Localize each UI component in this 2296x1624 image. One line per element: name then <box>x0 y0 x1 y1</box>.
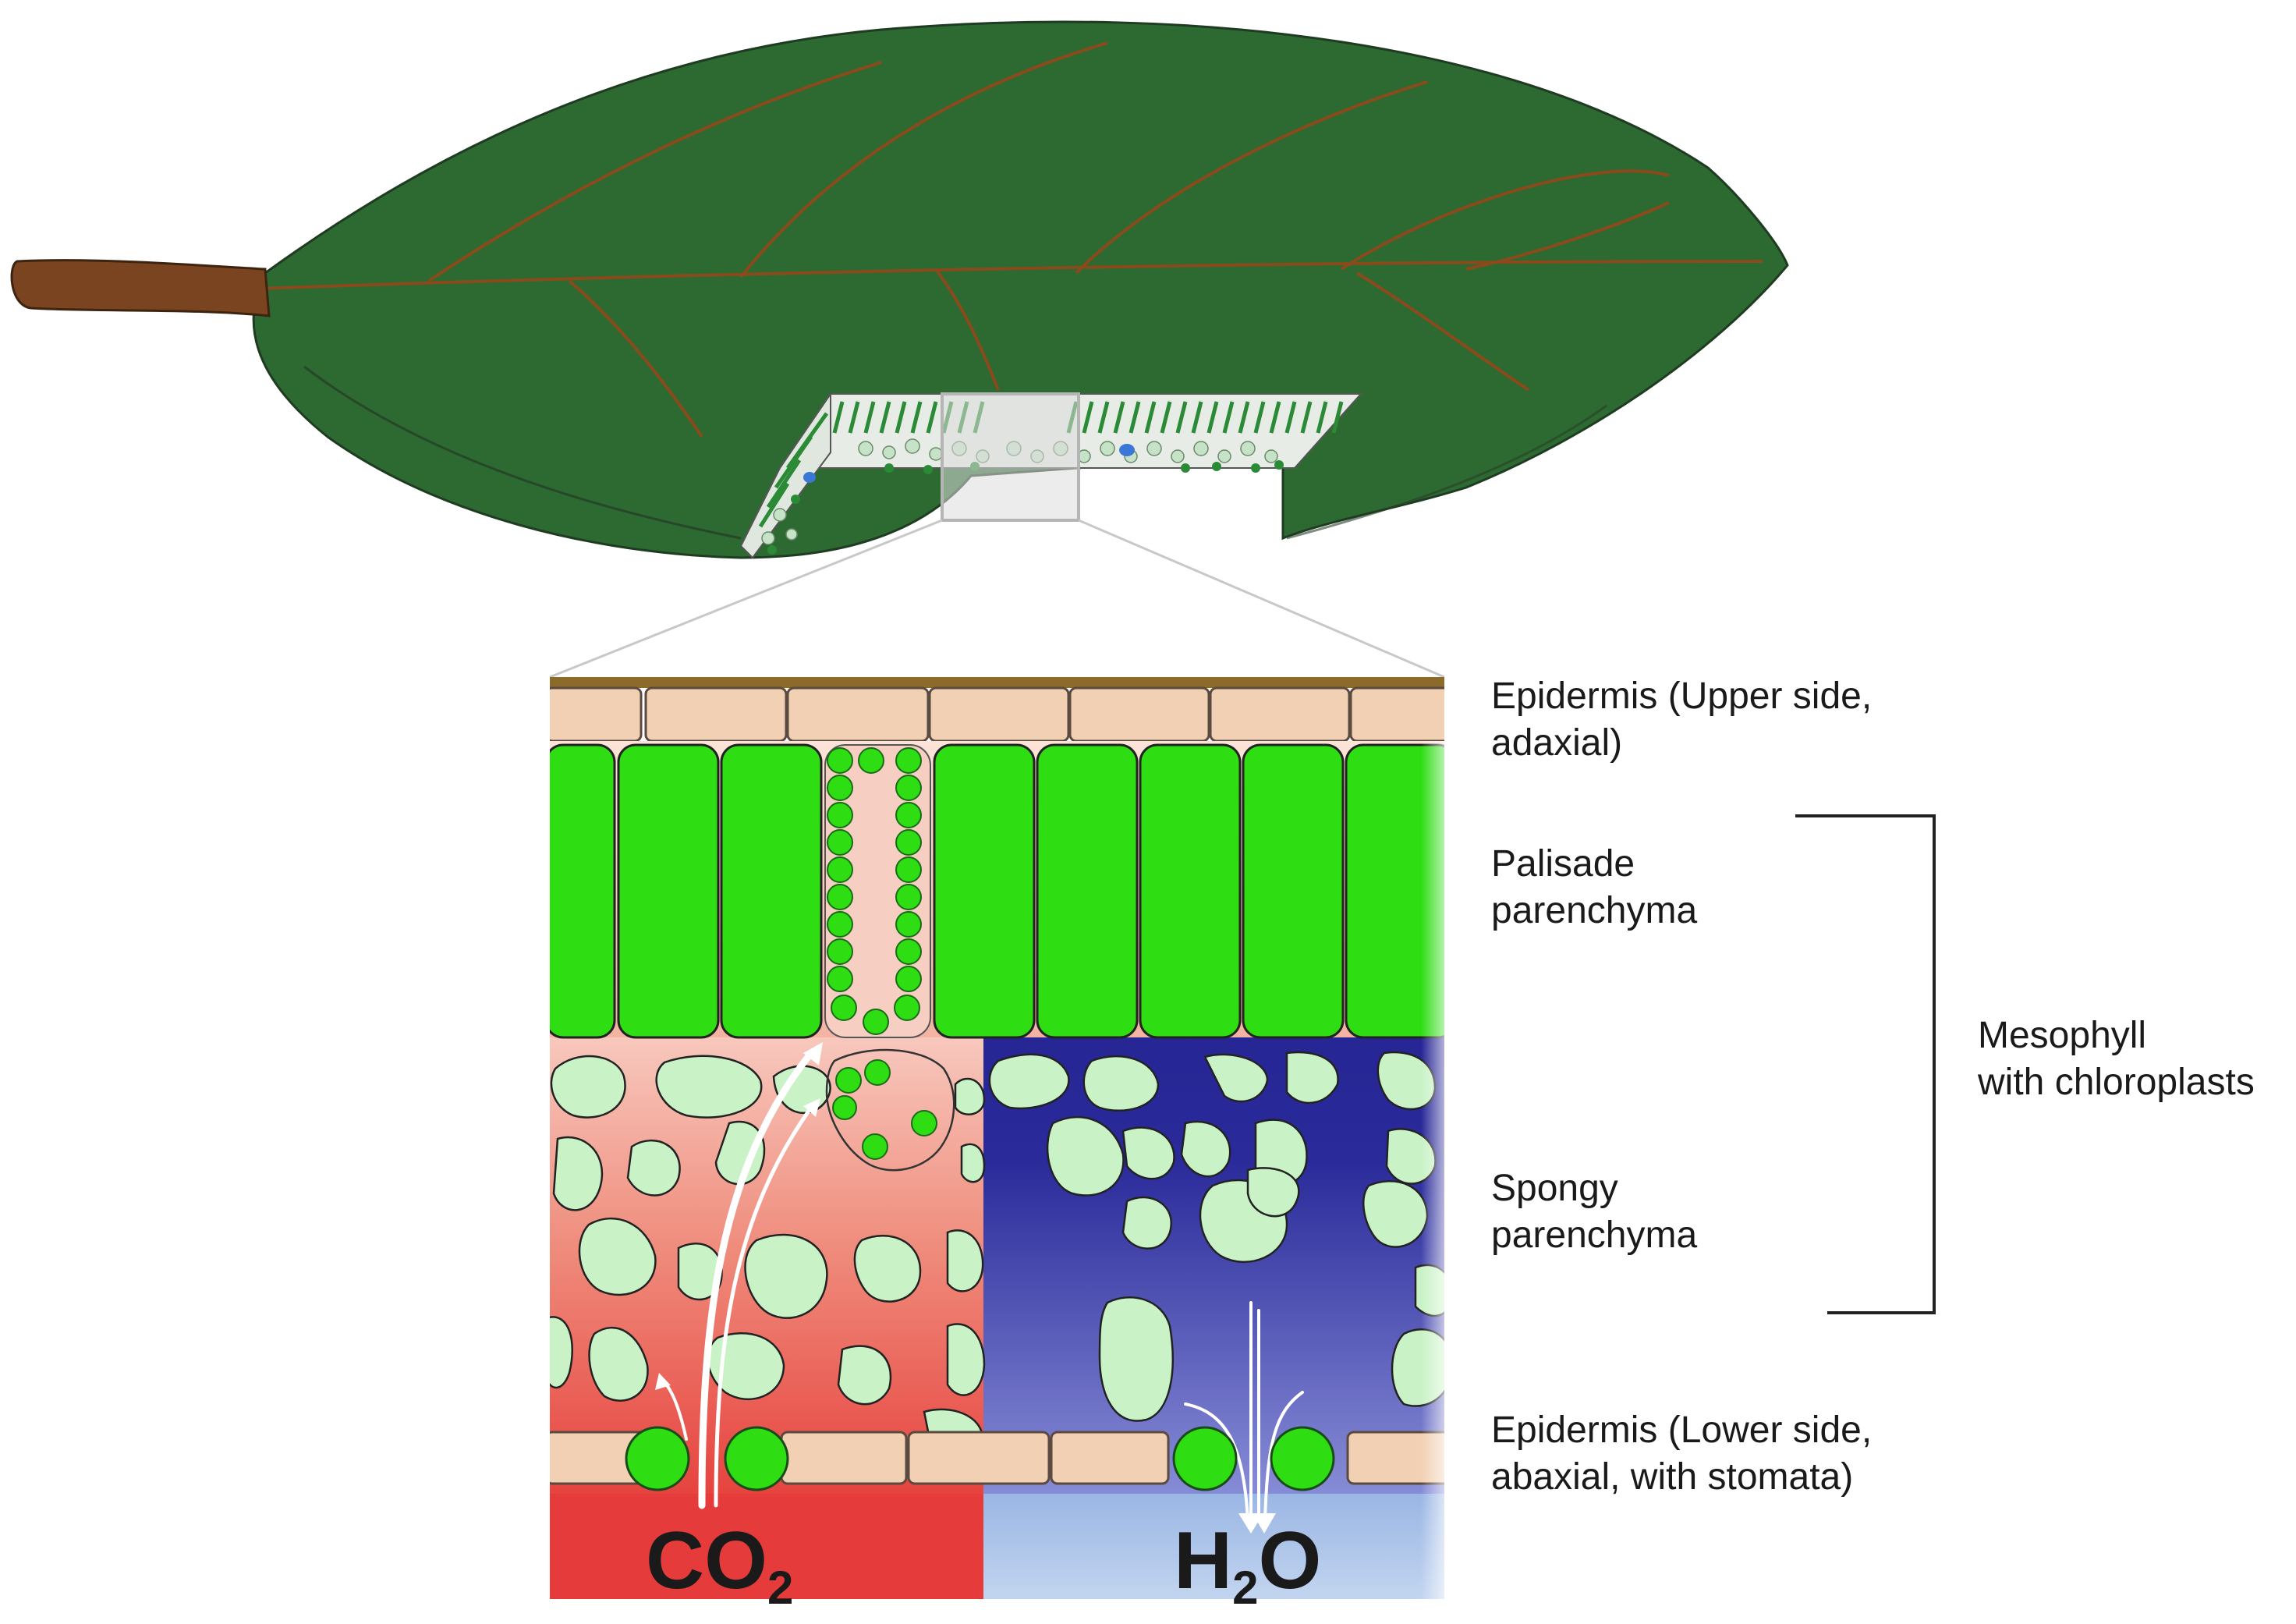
zoom-line-left <box>549 519 943 679</box>
magnification-frame <box>941 392 1080 522</box>
cuticle <box>550 677 1444 688</box>
leaf-cross-section-detail <box>550 677 1444 1599</box>
petiole <box>10 259 271 317</box>
h2o-label: H2O <box>1174 1516 1321 1614</box>
palisade-cell-chloroplasts <box>824 744 931 1038</box>
label-epidermis-upper: Epidermis (Upper side, adaxial) <box>1491 675 1873 764</box>
mesophyll-bracket <box>1795 814 1936 1314</box>
leaf-illustration <box>10 20 1789 559</box>
h2o-outside <box>983 1494 1444 1599</box>
label-epidermis-lower: Epidermis (Lower side, abaxial, with sto… <box>1491 1409 1873 1498</box>
h2o-diffusion-arrows <box>1184 1301 1304 1523</box>
palisade-cells <box>550 743 1444 1039</box>
h2o-arrowheads <box>1238 1513 1276 1534</box>
spongy-cell-chloroplasts <box>825 1048 955 1172</box>
co2-label: CO2 <box>646 1516 793 1614</box>
leaf-blade <box>252 20 1789 559</box>
leaf-edge-right <box>1286 404 1607 540</box>
co2-outside <box>550 1494 983 1599</box>
leaf-veins <box>257 41 1763 438</box>
zoom-line-right <box>1078 519 1445 679</box>
label-mesophyll: Mesophyll with chloroplasts <box>1978 1015 2255 1103</box>
leaf-edge <box>303 365 742 540</box>
guard-cells <box>625 1426 1335 1491</box>
label-palisade-parenchyma: Palisade parenchyma <box>1491 843 1698 931</box>
co2-arrowheads <box>655 1042 823 1390</box>
upper-epidermis <box>550 686 1444 743</box>
label-spongy-parenchyma: Spongy parenchyma <box>1491 1168 1698 1256</box>
lower-epidermis <box>550 1431 1444 1485</box>
